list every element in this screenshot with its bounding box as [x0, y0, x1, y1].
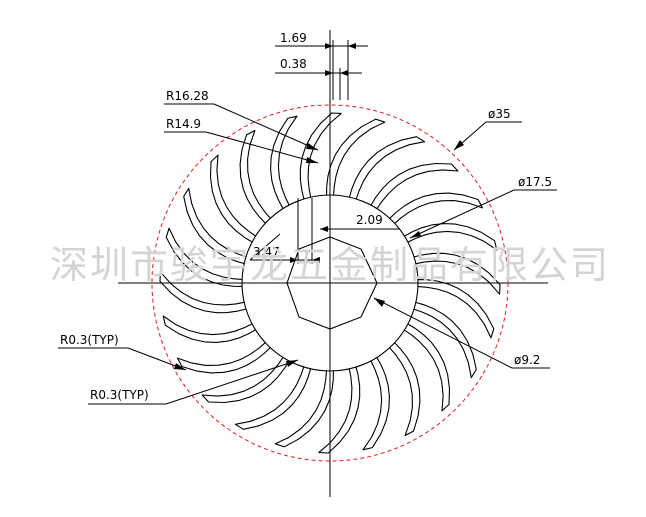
dim-1-69-arrow-right [348, 43, 356, 49]
d9-2-leader [373, 297, 513, 369]
fin [176, 340, 273, 374]
fin [274, 368, 334, 448]
fin [402, 322, 451, 412]
fin [270, 115, 298, 211]
r0-3-1-label: R0.3(TYP) [60, 333, 119, 347]
dim-3-47-label: 3.47 [253, 245, 280, 259]
d9-2-arrow [374, 298, 385, 307]
r0-3-2-label: R0.3(TYP) [90, 388, 149, 402]
d17-5-label: ø17.5 [518, 175, 552, 189]
fin [201, 355, 291, 404]
fin [326, 118, 386, 198]
fin [411, 301, 477, 379]
fin [387, 340, 421, 437]
dim-0-38-arrow-left [325, 70, 333, 76]
d17-5-leader [409, 189, 515, 239]
dim-2-09-arrow [320, 226, 328, 232]
d35-arrow [454, 140, 464, 150]
fin [162, 315, 258, 343]
dim-2-09-label: 2.09 [356, 213, 383, 227]
fin [369, 162, 459, 211]
fin [318, 364, 361, 454]
d9-2-label: ø9.2 [514, 353, 540, 367]
fin [234, 364, 312, 430]
fin [387, 192, 484, 226]
d17-5-arrow [410, 231, 421, 238]
fin [209, 154, 258, 244]
dim-1-69-label: 1.69 [280, 31, 307, 45]
dim-0-38-label: 0.38 [280, 57, 307, 71]
r14-9-leader [205, 131, 319, 164]
d35-label: ø35 [488, 107, 511, 121]
fin [415, 279, 495, 339]
dim-3-47-arrow-left [290, 257, 298, 263]
company-watermark: 深圳市骏宇龙五金制品有限公司 [50, 243, 610, 287]
r16-28-arrow [306, 143, 318, 150]
fin [411, 252, 501, 295]
fin [165, 227, 245, 287]
fin-array [159, 112, 501, 454]
dim-1-69-arrow-left [325, 43, 333, 49]
fin [348, 136, 426, 202]
r16-28-leader [213, 103, 319, 151]
dim-3-47-arrow-right [312, 257, 320, 263]
fin [239, 129, 273, 226]
dim-3-47-diag [249, 233, 281, 261]
fin [299, 112, 342, 202]
fin [183, 187, 249, 265]
r0-3-2-arrow [286, 360, 298, 367]
fin [362, 355, 390, 451]
r14-9-label: R14.9 [166, 117, 201, 131]
r14-9-arrow [306, 157, 318, 163]
r0-3-2-leader [165, 359, 299, 405]
fin [159, 271, 249, 314]
r0-3-1-arrow [174, 363, 186, 370]
dim-0-38-arrow-right [340, 70, 348, 76]
r16-28-label: R16.28 [166, 89, 209, 103]
